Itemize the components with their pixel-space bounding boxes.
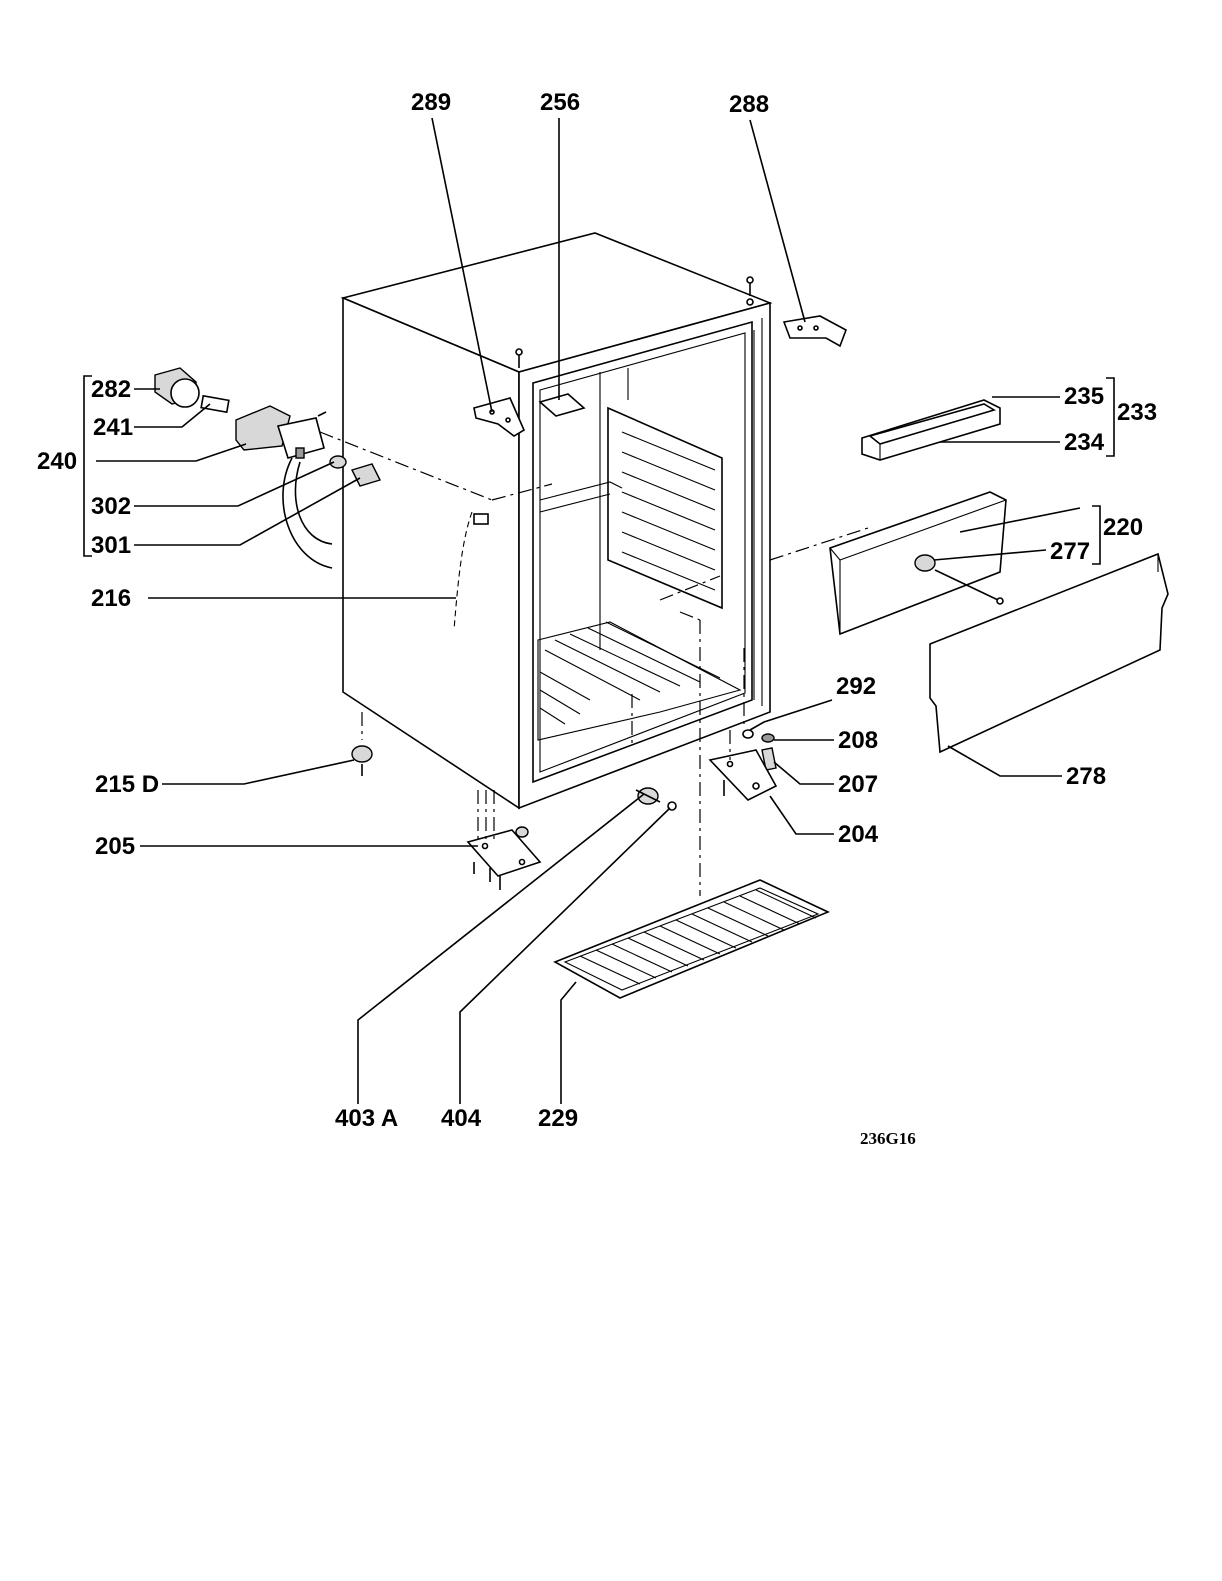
evaporator-fins	[621, 431, 716, 591]
hinge-pin-part-292	[742, 729, 754, 739]
label-278: 278	[1066, 763, 1106, 790]
group-bracket-233	[1106, 377, 1115, 457]
label-404: 404	[441, 1105, 482, 1132]
grille-panel-part-278	[929, 552, 1169, 754]
thermostat-shaft-part-241	[200, 394, 230, 414]
bottom-hinge-part-204	[708, 730, 778, 801]
label-205: 205	[95, 833, 135, 860]
label-220: 220	[1103, 514, 1143, 541]
drawing-code: 236G16	[860, 1129, 916, 1148]
thermostat-knob-part-282	[154, 367, 200, 408]
wire-shelf-part-229	[553, 879, 830, 999]
group-bracket-240	[83, 375, 92, 557]
label-240: 240	[37, 448, 77, 475]
top-screw	[515, 276, 754, 368]
pin-part-207	[761, 747, 777, 771]
door-shelf-part-233	[861, 399, 1001, 461]
label-256: 256	[540, 89, 580, 116]
label-289: 289	[411, 89, 451, 116]
label-292: 292	[836, 673, 876, 700]
label-207: 207	[838, 771, 878, 798]
label-301: 301	[91, 532, 131, 559]
label-204: 204	[838, 821, 879, 848]
label-277: 277	[1050, 538, 1090, 565]
label-302: 302	[91, 493, 131, 520]
label-208: 208	[838, 727, 878, 754]
adjustable-foot-part-215d	[351, 712, 373, 776]
leader-lines	[96, 117, 1081, 1104]
drain-tube-part-216	[453, 511, 489, 631]
label-216: 216	[91, 585, 131, 612]
label-235: 235	[1064, 383, 1104, 410]
label-215d: 215 D	[95, 771, 159, 798]
label-234: 234	[1064, 429, 1105, 456]
screw-part-277	[934, 569, 1004, 605]
washer-part-208	[761, 733, 775, 743]
cable-clip-part-302	[329, 455, 347, 469]
kickplate-part-220	[829, 491, 1007, 636]
connector-part-301	[351, 463, 381, 487]
label-241: 241	[93, 414, 133, 441]
label-288: 288	[729, 91, 769, 118]
refrigerator-cabinet	[340, 232, 773, 810]
label-233: 233	[1117, 399, 1157, 426]
label-229: 229	[538, 1105, 578, 1132]
label-282: 282	[91, 376, 131, 403]
bottom-hinge-part-205	[466, 790, 542, 890]
door-stop-part-403a	[635, 787, 661, 805]
assembly-guide-lines	[319, 431, 869, 896]
label-403a: 403 A	[335, 1105, 398, 1132]
top-hinge-part-288	[782, 315, 847, 348]
group-bracket-220	[1092, 505, 1101, 565]
thermostat-housing-part-240	[235, 405, 327, 459]
